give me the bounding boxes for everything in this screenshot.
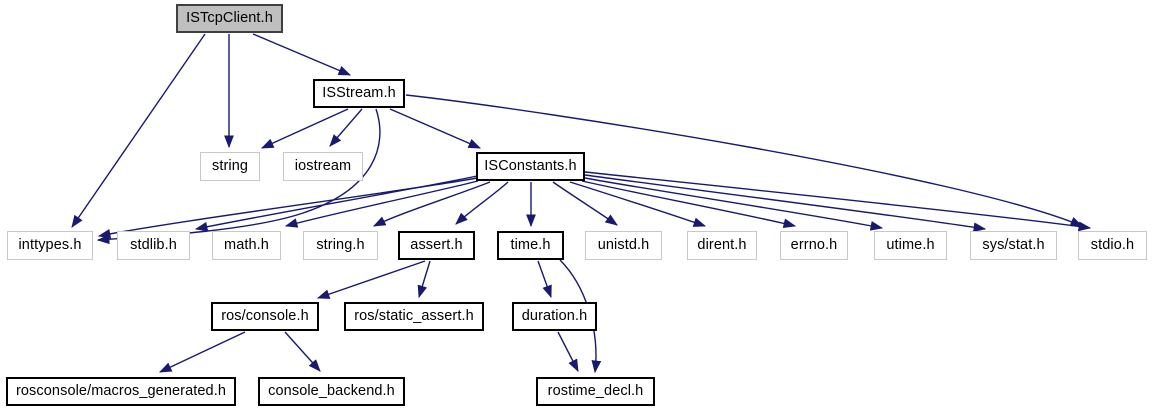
node-label-rostimedecl: rostime_decl.h bbox=[547, 383, 644, 400]
node-iostream[interactable]: iostream bbox=[283, 152, 363, 181]
node-label-dirent: dirent.h bbox=[697, 237, 747, 254]
edge-rosconsole-to-consolebackend bbox=[284, 331, 321, 372]
node-label-utime: utime.h bbox=[886, 237, 935, 254]
node-label-rosstaticassert: ros/static_assert.h bbox=[354, 308, 474, 325]
edge-isconstants-to-stringh bbox=[372, 181, 491, 227]
edge-duration-to-rostimedecl bbox=[557, 331, 579, 372]
node-time[interactable]: time.h bbox=[497, 231, 564, 260]
edge-isstream-to-iostream bbox=[329, 108, 363, 147]
edge-time-to-duration bbox=[537, 260, 552, 299]
node-label-rosconsole: ros/console.h bbox=[221, 308, 309, 325]
edge-istcpclient-to-inttypes bbox=[71, 33, 206, 228]
node-sysstat[interactable]: sys/stat.h bbox=[970, 231, 1057, 260]
node-stringh[interactable]: string.h bbox=[303, 231, 378, 260]
edge-isconstants-to-utime bbox=[584, 177, 884, 231]
edge-isconstants-to-inttypes bbox=[97, 177, 478, 239]
node-label-stringh: string.h bbox=[316, 237, 365, 254]
node-consolebackend[interactable]: console_backend.h bbox=[258, 377, 405, 406]
node-label-sysstat: sys/stat.h bbox=[982, 237, 1045, 254]
node-label-assert: assert.h bbox=[410, 237, 463, 254]
node-dirent[interactable]: dirent.h bbox=[687, 231, 757, 260]
edge-isconstants-to-dirent bbox=[569, 181, 707, 227]
edge-isconstants-to-stdio bbox=[584, 171, 1092, 232]
node-inttypes[interactable]: inttypes.h bbox=[7, 231, 93, 260]
node-label-string: string bbox=[211, 158, 249, 175]
node-unistd[interactable]: unistd.h bbox=[585, 231, 662, 260]
node-stdlib[interactable]: stdlib.h bbox=[117, 231, 190, 260]
edge-isstream-to-string bbox=[260, 108, 349, 149]
node-label-stdlib: stdlib.h bbox=[130, 237, 177, 254]
edge-isconstants-to-sysstat bbox=[584, 174, 987, 233]
node-label-errno: errno.h bbox=[790, 237, 838, 254]
node-label-isstream: ISStream.h bbox=[322, 85, 396, 102]
node-istcpclient[interactable]: ISTcpClient.h bbox=[176, 4, 283, 33]
node-duration[interactable]: duration.h bbox=[512, 302, 597, 331]
edge-isconstants-to-unistd bbox=[552, 181, 618, 226]
node-rostimedecl[interactable]: rostime_decl.h bbox=[536, 377, 655, 406]
node-rosconsole[interactable]: ros/console.h bbox=[211, 302, 319, 331]
node-label-time: time.h bbox=[510, 237, 551, 254]
edge-assert-to-rosstaticassert bbox=[417, 260, 431, 299]
node-label-istcpclient: ISTcpClient.h bbox=[186, 10, 273, 27]
edge-assert-to-rosconsole bbox=[316, 260, 426, 299]
node-label-stdio: stdio.h bbox=[1090, 237, 1135, 254]
node-label-iostream: iostream bbox=[294, 158, 352, 175]
node-label-math: math.h bbox=[224, 237, 269, 254]
node-isconstants[interactable]: ISConstants.h bbox=[476, 152, 585, 181]
node-label-inttypes: inttypes.h bbox=[18, 237, 82, 254]
node-math[interactable]: math.h bbox=[212, 231, 281, 260]
node-errno[interactable]: errno.h bbox=[780, 231, 848, 260]
node-utime[interactable]: utime.h bbox=[874, 231, 947, 260]
edge-isconstants-to-stdlib bbox=[194, 175, 478, 232]
edge-isstream-to-stdio bbox=[405, 94, 1084, 227]
edge-isstream-to-isconstants bbox=[389, 108, 482, 149]
node-string[interactable]: string bbox=[200, 152, 260, 181]
node-rosstaticassert[interactable]: ros/static_assert.h bbox=[344, 302, 484, 331]
edge-isconstants-to-assert bbox=[455, 181, 509, 225]
node-isstream[interactable]: ISStream.h bbox=[313, 79, 405, 108]
node-label-isconstants: ISConstants.h bbox=[484, 158, 577, 175]
node-stdio[interactable]: stdio.h bbox=[1078, 231, 1147, 260]
node-label-duration: duration.h bbox=[521, 308, 588, 325]
edge-isconstants-to-math bbox=[284, 180, 479, 228]
edge-rosconsole-to-macrosgen bbox=[158, 331, 246, 373]
edge-isconstants-to-errno bbox=[581, 180, 797, 229]
node-label-unistd: unistd.h bbox=[597, 237, 650, 254]
node-label-macrosgen: rosconsole/macros_generated.h bbox=[15, 383, 227, 400]
node-label-consolebackend: console_backend.h bbox=[268, 383, 395, 400]
node-assert[interactable]: assert.h bbox=[398, 231, 475, 260]
edge-istcpclient-to-isstream bbox=[252, 33, 352, 76]
node-macrosgen[interactable]: rosconsole/macros_generated.h bbox=[6, 377, 236, 406]
